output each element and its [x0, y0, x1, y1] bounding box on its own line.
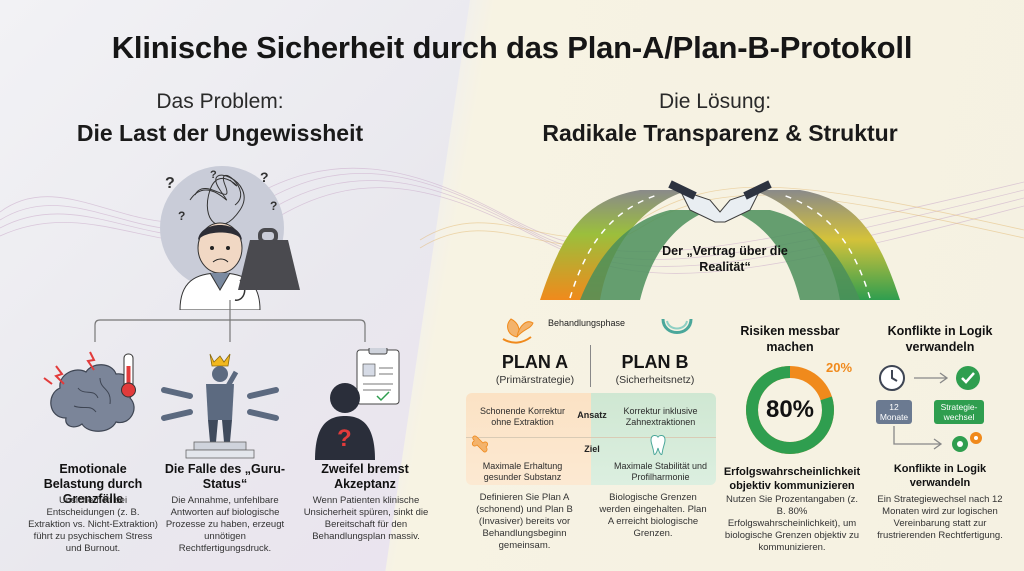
problem-heading: Die Last der Ungewissheit	[76, 120, 364, 146]
bone-icon	[471, 435, 489, 453]
retainer-icon	[661, 318, 693, 334]
clock-icon	[879, 365, 905, 391]
conflict-heading: Konflikte in Logik verwandeln	[887, 324, 993, 354]
risk-title: Erfolgswahrscheinlichkeit objektiv kommu…	[723, 466, 861, 492]
page-title: Klinische Sicherheit durch das Plan-A/Pl…	[111, 30, 913, 65]
months-chip: 12 Monate	[876, 400, 912, 424]
plan-b-footer: Biologische Grenzen werden eingehalten. …	[599, 492, 707, 539]
plan-a-footer: Definieren Sie Plan A (schonend) und Pla…	[476, 492, 573, 551]
success-probability-donut	[746, 366, 834, 454]
phase-label: Behandlungsphase	[548, 318, 626, 328]
gears-icon	[952, 432, 982, 452]
plan-divider	[590, 345, 591, 387]
svg-text:?: ?	[210, 169, 217, 181]
conflict-text: Ein Strategiewechsel nach 12 Monaten wir…	[877, 494, 1003, 541]
solution-heading: Radikale Transparenz & Struktur	[542, 120, 898, 146]
conflict-title: Konflikte in Logik verwandeln	[893, 463, 987, 489]
plan-a-title: PLAN A	[501, 352, 569, 372]
flow-arrow-icon	[893, 426, 943, 450]
risk-heading: Risiken messbar machen	[740, 324, 840, 354]
contract-label: Der „Vertrag über die Realität“	[662, 244, 788, 274]
solution-subtitle: Die Lösung:	[658, 90, 772, 113]
problem-column-2-text: Die Annahme, unfehlbare Antworten auf bi…	[165, 495, 285, 554]
plan-a-subtitle: (Primärstrategie)	[495, 374, 575, 386]
svg-text:?: ?	[337, 425, 352, 452]
arrow-right-icon	[914, 372, 949, 384]
plan-b-subtitle: (Sicherheitsnetz)	[615, 374, 695, 386]
check-circle-icon	[956, 366, 980, 390]
donut-success-arc	[746, 366, 834, 454]
plan-b-title: PLAN B	[621, 352, 689, 372]
problem-column-3-title: Zweifel bremst Akzeptanz	[321, 462, 409, 491]
plan-comparison-table	[466, 393, 716, 485]
row-goal-plan-b: Maximale Stabilität und Profilharmonie	[613, 461, 708, 482]
plant-icon	[502, 318, 534, 344]
problem-column-2-title: Die Falle des „Guru-Status“	[164, 462, 286, 491]
svg-text:?: ?	[270, 199, 277, 213]
guru-pedestal-icon	[161, 353, 279, 459]
donut-value-label: 80%	[765, 396, 815, 423]
problem-column-3-text: Wenn Patienten klinische Unsicherheit sp…	[303, 495, 429, 542]
tooth-icon	[650, 434, 666, 455]
connector-lines	[94, 300, 366, 342]
svg-text:?: ?	[178, 209, 185, 223]
row-goal-label: Ziel	[584, 444, 600, 454]
row-approach-label: Ansatz	[577, 410, 607, 420]
donut-rest-label: 20%	[826, 360, 853, 375]
row-approach-plan-a: Schonende Korrektur ohne Extraktion	[479, 406, 566, 427]
stressed-doctor-illustration: ? ? ? ? ?	[160, 166, 300, 310]
problem-subtitle: Das Problem:	[156, 90, 284, 113]
diverging-roads-illustration	[540, 180, 900, 300]
problem-column-1-title: Emotionale Belastung durch Grenzfälle	[43, 462, 143, 506]
row-goal-plan-a: Maximale Erhaltung gesunder Substanz	[482, 461, 563, 482]
strategy-switch-chip: Strategie-wechsel	[934, 400, 984, 424]
risk-text: Nutzen Sie Prozentangaben (z. B. 80% Erf…	[724, 494, 860, 553]
row-approach-plan-b: Korrektur inklusive Zahnextraktionen	[623, 406, 698, 427]
svg-text:?: ?	[260, 169, 269, 185]
patient-doubt-icon: ?	[315, 348, 400, 460]
problem-column-1-text: Unsicherheit bei Entscheidungen (z. B. E…	[28, 495, 158, 554]
stressed-brain-icon	[43, 351, 136, 432]
svg-text:?: ?	[165, 175, 175, 192]
